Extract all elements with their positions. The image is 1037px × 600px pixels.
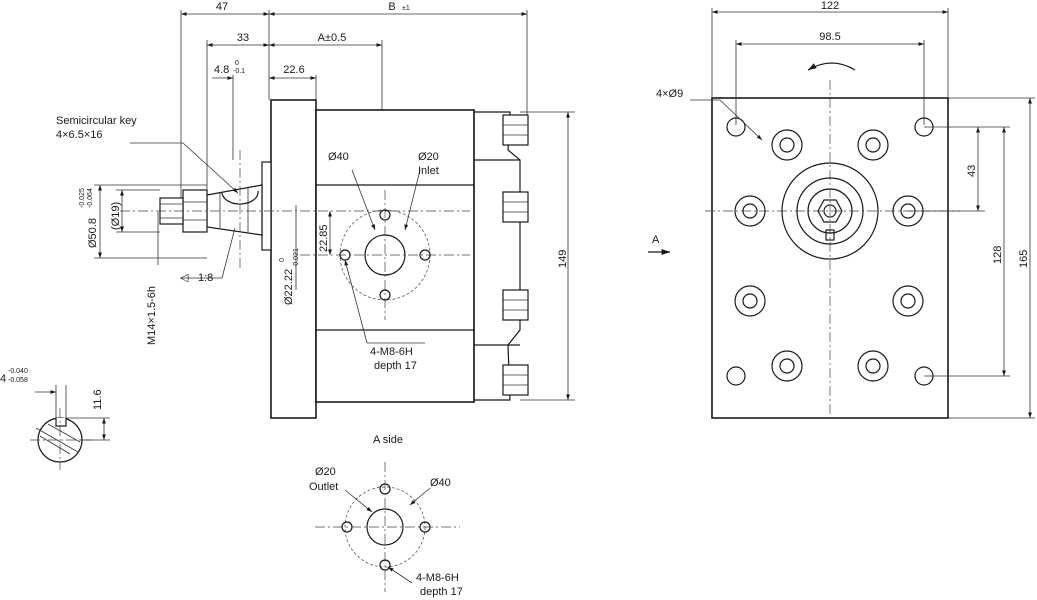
dim-165: 165 xyxy=(1018,250,1030,268)
bore-tol-lower: -0.021 xyxy=(293,248,300,268)
shaft-section: 4 -0.040 -0.058 11.6 xyxy=(0,368,110,470)
inlet-label: Inlet xyxy=(418,165,439,177)
dim-985: 98.5 xyxy=(819,31,840,43)
dim-149: 149 xyxy=(557,250,569,268)
shaft-dia: Ø50.8 xyxy=(87,218,99,248)
section-tol-upper: -0.040 xyxy=(8,368,28,375)
a-side-depth: depth 17 xyxy=(420,586,463,598)
a-side-d20: Ø20 xyxy=(315,466,336,478)
holes-label: 4×Ø9 xyxy=(656,88,683,100)
shaft-boss xyxy=(781,162,879,260)
d40-label: Ø40 xyxy=(328,151,349,163)
a-side-view: A side Ø20 Outlet Ø40 4-M8-6H depth 17 xyxy=(309,434,463,598)
key-label-2: 4×6.5×16 xyxy=(56,129,103,141)
shaft-dia-tol-upper: -0.025 xyxy=(79,188,86,208)
a-side-outlet: Outlet xyxy=(309,481,338,493)
dim-a: A±0.5 xyxy=(318,32,347,44)
section-tol-lower: -0.058 xyxy=(8,377,28,384)
dim-128: 128 xyxy=(992,246,1004,264)
dim-48-tol-upper: 0 xyxy=(235,60,239,67)
body-bolts xyxy=(734,129,924,382)
side-view: 47 B ±1 33 A±0.5 4.8 0 -0.1 22.6 Semicir… xyxy=(56,1,575,419)
dim-43: 43 xyxy=(966,165,978,177)
bore-tol-upper: 0 xyxy=(279,258,286,262)
dim-116: 11.6 xyxy=(92,389,104,410)
shaft-dia-tol-lower: -0.064 xyxy=(87,188,94,208)
d20-label: Ø20 xyxy=(418,151,439,163)
front-view: 122 98.5 4×Ø9 43 128 165 A xyxy=(648,0,1035,420)
ports-label: 4-M8-6H xyxy=(370,346,413,358)
rear-bolts xyxy=(502,114,529,396)
bore-label: Ø22.22 xyxy=(283,269,295,305)
dim-47: 47 xyxy=(216,1,228,13)
key-label-1: Semicircular key xyxy=(56,115,137,127)
dim-b: B xyxy=(388,1,395,13)
taper-label: 1:8 xyxy=(198,272,213,284)
taper-symbol: ◁ xyxy=(180,272,189,284)
section-dim-prefix: 4 xyxy=(0,373,6,385)
ports-depth: depth 17 xyxy=(374,360,417,372)
dim-48: 4.8 xyxy=(214,64,229,76)
dim-2285: 22.85 xyxy=(318,224,330,252)
a-side-title: A side xyxy=(373,434,403,446)
dim-33: 33 xyxy=(237,32,249,44)
dim-226: 22.6 xyxy=(283,64,304,76)
view-arrow-a: A xyxy=(652,234,660,246)
thread-label: M14×1.5-6h xyxy=(146,286,158,345)
dim-b-tol: ±1 xyxy=(402,5,410,12)
dim-48-tol-lower: -0.1 xyxy=(233,68,245,75)
a-side-d40: Ø40 xyxy=(430,477,451,489)
a-side-ports: 4-M8-6H xyxy=(416,572,459,584)
dim-122: 122 xyxy=(821,0,839,12)
d19-label: (Ø19) xyxy=(110,202,122,230)
